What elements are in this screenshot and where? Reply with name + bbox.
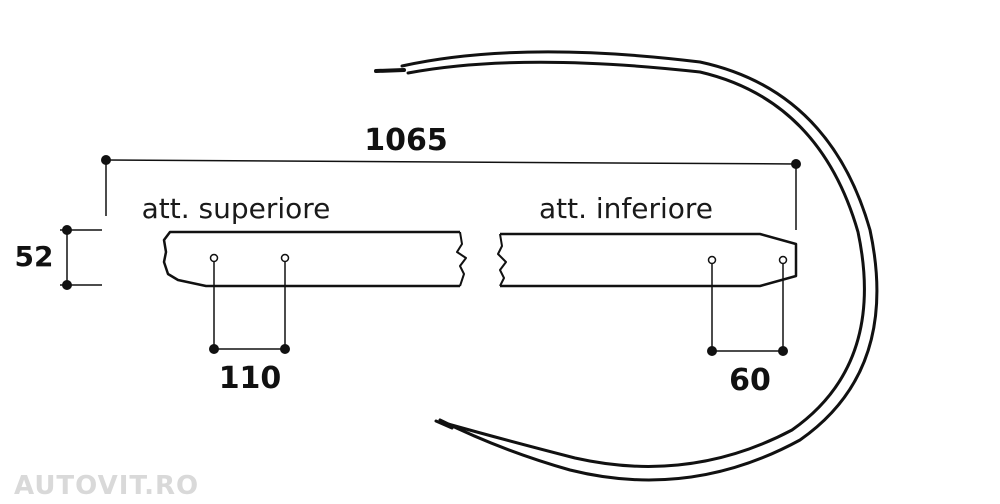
curved-tine — [374, 50, 879, 482]
bottom-spacing-endpoint-1 — [707, 346, 717, 356]
top-hole-spacing-value: 110 — [219, 361, 282, 396]
bar-left-section — [162, 230, 467, 288]
bottom-hole-spacing-value: 60 — [729, 363, 771, 398]
length-endpoint-left — [101, 155, 111, 165]
tine-bottom-tip — [434, 419, 454, 430]
bottom-attachment-label: att. inferiore — [539, 192, 713, 225]
tine-outer-curve — [400, 50, 879, 482]
tine-top-tip — [374, 68, 406, 73]
length-dimension — [101, 155, 801, 230]
bar-right-outline — [500, 232, 798, 288]
top-hole-spacing-dimension — [209, 262, 290, 354]
width-endpoint-top — [62, 225, 72, 235]
top-spacing-endpoint-1 — [209, 344, 219, 354]
bottom-spacing-endpoint-2 — [778, 346, 788, 356]
hole-top-1 — [209, 253, 219, 263]
length-endpoint-right — [791, 159, 801, 169]
hole-top-2 — [280, 253, 290, 263]
bar-right-section — [497, 232, 798, 288]
width-value: 52 — [15, 240, 54, 273]
length-dimension-line — [105, 159, 797, 165]
length-value: 1065 — [364, 123, 448, 158]
top-spacing-endpoint-2 — [280, 344, 290, 354]
watermark: AUTOVIT.RO — [14, 471, 199, 501]
bar-left-outline — [162, 230, 460, 288]
width-dimension — [60, 225, 102, 290]
bottom-hole-spacing-dimension — [707, 264, 788, 356]
width-endpoint-bottom — [62, 280, 72, 290]
tine-inner-curve — [406, 60, 866, 468]
hole-bottom-1 — [707, 255, 717, 265]
bar-right-break — [497, 233, 507, 287]
top-attachment-label: att. superiore — [142, 192, 331, 225]
hole-bottom-2 — [778, 255, 788, 265]
bar-left-break — [456, 231, 467, 287]
